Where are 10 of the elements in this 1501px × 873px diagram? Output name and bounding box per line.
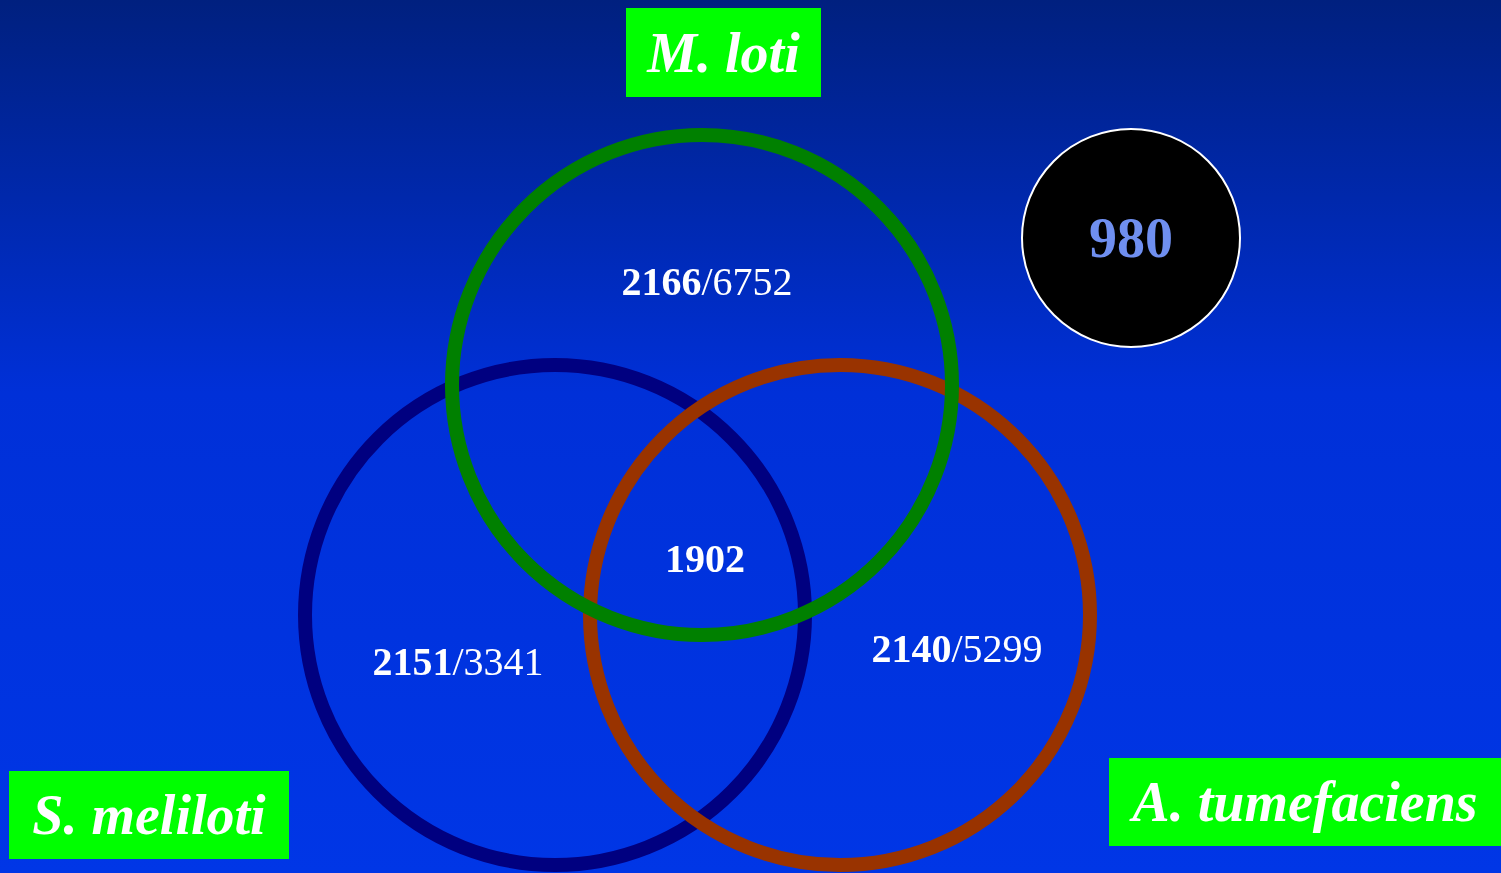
region-count: 2151/3341 — [372, 637, 544, 685]
venn-circle — [298, 358, 812, 872]
region-count: 2140/5299 — [871, 624, 1043, 672]
region-count: 2166/6752 — [621, 257, 793, 305]
venn-circle — [583, 358, 1097, 872]
species-label-box: M. loti — [626, 8, 821, 97]
count-value: 980 — [1089, 206, 1173, 270]
species-label-box: A. tumefaciens — [1109, 758, 1501, 846]
region-count: 1902 — [665, 534, 745, 582]
species-label-box: S. meliloti — [9, 771, 289, 859]
